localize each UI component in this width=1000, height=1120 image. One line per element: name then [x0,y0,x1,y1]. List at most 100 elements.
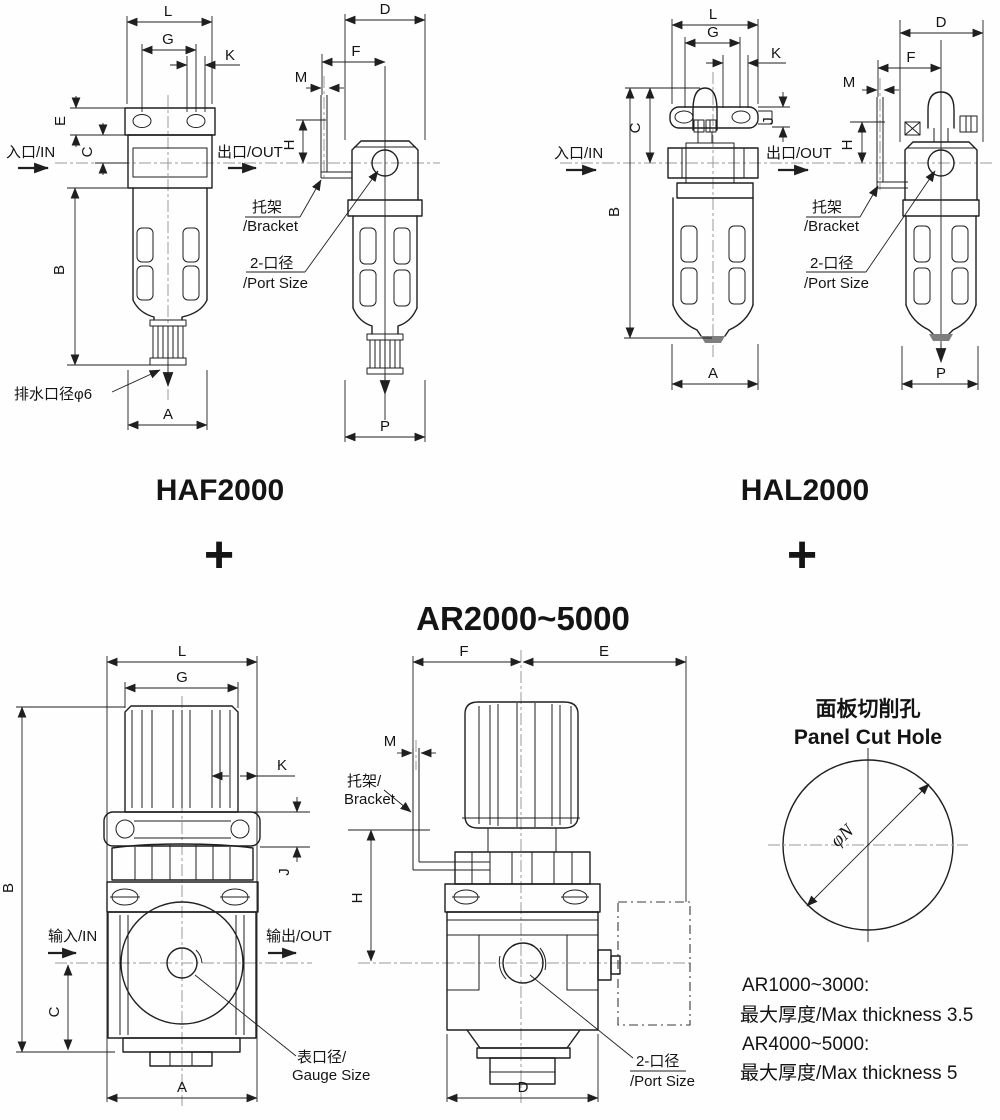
title-hal2000: HAL2000 [741,474,869,507]
dim-label-H: H [281,140,298,151]
outlet-label: 输出/OUT [266,928,332,945]
dim-label-F: F [906,49,915,66]
inlet-label: 输入/IN [48,928,97,945]
dim-label-K: K [771,45,781,62]
panel-title-cn: 面板切削孔 [816,697,921,721]
ar-side-collar [454,851,591,885]
gauge-callout-cn: 表口径/ [297,1049,347,1066]
haf2000-side-view: D F M H P 托架 /Bracket 2-口径 /Port Size [243,1,426,442]
haf2000-front-view: L G K E C B A 入口/IN 出口/OUT 排水口径φ6 [6,3,440,430]
hal-nut [705,119,717,133]
ar-side-top-band [444,883,601,913]
haf-window [182,227,200,263]
ar-side-body [446,911,599,1031]
dim-label-G: G [162,31,174,48]
gauge-callout-en: Gauge Size [292,1067,370,1084]
port-callout-cn: 2-口径 [636,1053,679,1070]
dim-label-L: L [178,643,186,660]
plus-sign-left: + [204,526,234,584]
drain-port-label: 排水口径φ6 [14,386,92,403]
hal-bowl-tip [701,336,725,343]
port-callout-cn: 2-口径 [250,255,293,272]
bracket-leader [299,179,322,218]
outlet-label: 出口/OUT [217,144,283,161]
dim-label-E: E [52,116,69,126]
haf-bracket-plate [124,107,216,136]
ar-side-view: F E M 托架/ Bracket H D [344,643,695,1106]
ar-front-view: L G B K J C A 输入/ [0,643,370,1106]
port-callout-cn: 2-口径 [810,255,853,272]
hal-sight-dome [692,87,718,131]
dim-label-P: P [936,365,946,382]
dim-label-E: E [599,643,609,660]
bracket-callout-en: /Bracket [243,218,299,235]
hal2000-front-view: L G K C B J A 入口/IN 出口/OUT [554,6,995,390]
ar-bracket-side [412,740,490,871]
haf-bracket-side [320,76,352,180]
dim-label-F: F [351,43,360,60]
hal-port-hole [927,149,955,177]
ar-adjust-knob[interactable] [124,705,239,813]
port-callout-en: /Port Size [804,275,869,292]
gauge-leader [194,974,297,1057]
note-line-3: AR4000~5000: [742,1034,869,1055]
hal-bracket-slot-left [674,110,694,124]
bracket-leader [859,185,879,218]
dim-label-L: L [164,3,172,20]
dim-label-G: G [707,24,719,41]
thickness-notes: AR1000~3000: 最大厚度/Max thickness 3.5 AR40… [740,975,973,1084]
dim-label-A: A [163,406,173,423]
hal-bracket-plate [669,106,759,129]
dim-label-L: L [709,6,717,23]
dim-label-K: K [225,47,235,64]
haf-body-head [127,134,213,189]
haf-window [136,265,154,301]
hal-bracket-side [876,78,908,190]
panel-diameter-arrow [806,783,930,907]
dim-label-H: H [839,140,856,151]
panel-diameter-label: φN [827,819,859,851]
ar-side-port-hole [502,942,544,984]
hal-port-block [667,147,759,179]
dim-label-J: J [760,117,777,125]
ar-lock-collar [111,843,254,881]
product-titles: HAF2000 + HAL2000 + AR2000~5000 [156,474,869,637]
port-callout-en: /Port Size [243,275,308,292]
hal-nut [693,119,705,133]
bracket-callout-en: Bracket [344,791,396,808]
ar-gauge-phantom [617,901,691,1026]
dim-label-B: B [606,207,623,217]
dim-label-M: M [295,69,308,86]
hal-side-nut-left [904,121,921,136]
dim-label-F: F [459,643,468,660]
dim-label-D: D [936,14,947,31]
dim-label-G: G [176,669,188,686]
title-ar2000-5000: AR2000~5000 [416,600,630,637]
title-haf2000: HAF2000 [156,474,284,507]
bracket-callout-cn: 托架 [812,199,842,216]
hal2000-side-view: D F M H P 托架 /Bracket 2-口径 /Port Size [804,14,984,390]
dim-label-C: C [627,122,644,133]
haf-window [136,227,154,263]
port-leader [304,170,379,273]
port-leader [865,170,936,273]
hal-bracket-slot-right [731,110,751,124]
bracket-callout-cn: 托架/ [347,773,382,790]
dim-label-A: A [708,365,718,382]
inlet-label: 入口/IN [6,144,55,161]
ar-side-knob[interactable] [462,701,580,829]
drain-leader [111,369,161,393]
dim-label-C: C [79,146,96,157]
hal-side-dome [927,91,955,129]
dim-label-A: A [177,1079,187,1096]
haf-clamp-head [351,140,419,201]
dim-label-P: P [380,418,390,435]
haf-bracket-slot-right [186,114,206,128]
bracket-callout-cn: 托架 [252,199,282,216]
hal-clamp-head [904,141,978,201]
port-callout-en: /Port Size [630,1073,695,1090]
panel-cut-hole: 面板切削孔 Panel Cut Hole φN [768,697,968,942]
ar-bonnet-plate [103,811,261,847]
